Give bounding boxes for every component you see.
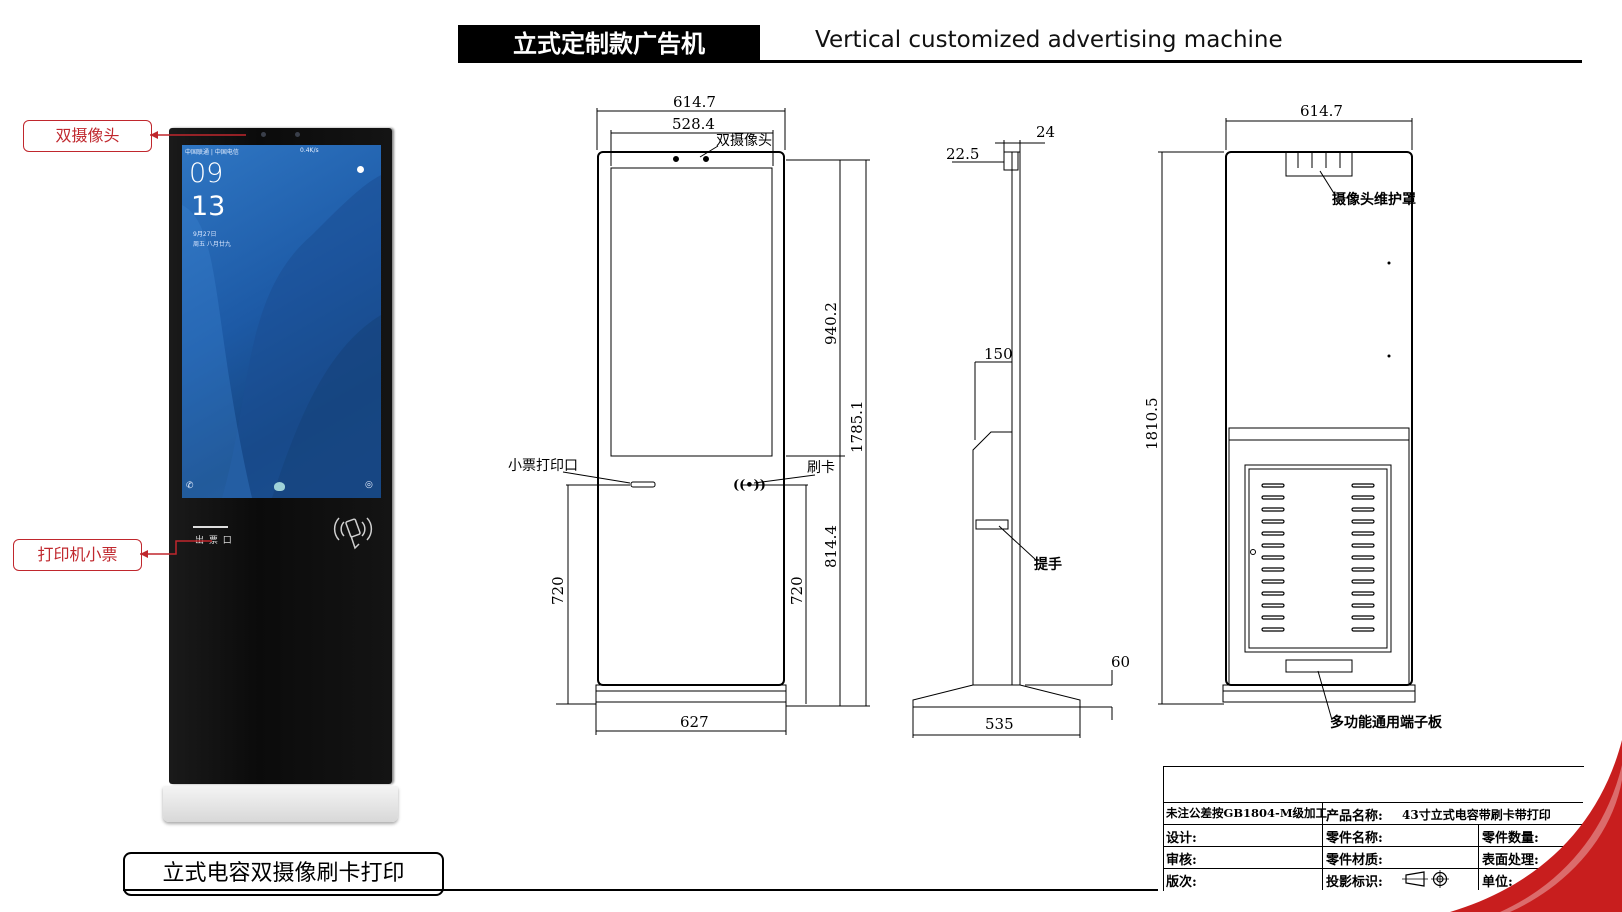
tb-tolerance: 未注公差按GB1804-M级加工 xyxy=(1166,806,1328,820)
front-inner-width: 528.4 xyxy=(672,115,715,133)
header-title-cn: 立式定制款广告机 xyxy=(458,25,760,63)
back-vent-slots xyxy=(1261,483,1375,632)
title-block-row-line xyxy=(1163,868,1583,869)
back-mount-dot xyxy=(1387,354,1391,358)
front-camera-label: 双摄像头 xyxy=(716,133,772,149)
screen-dot-icon xyxy=(357,166,364,173)
front-view-drawing xyxy=(556,108,870,735)
back-terminal-label: 多功能通用端子板 xyxy=(1330,714,1443,731)
corner-red-swoosh xyxy=(1450,740,1622,912)
tb-material: 零件材质: xyxy=(1326,853,1383,868)
side-base-gap: 60 xyxy=(1111,653,1130,671)
front-right-720: 720 xyxy=(788,576,806,605)
projection-symbol-icon xyxy=(1402,870,1449,888)
front-card-label: 刷卡 xyxy=(807,460,835,476)
camera-lens-left xyxy=(261,132,266,137)
title-block xyxy=(1163,766,1584,891)
title-block-col-line xyxy=(1478,824,1479,890)
back-mount-dot xyxy=(1387,261,1391,265)
kiosk-screen xyxy=(182,145,381,498)
back-width: 614.7 xyxy=(1300,102,1343,120)
camera-lens-right xyxy=(295,132,300,137)
callout-dual-camera: 双摄像头 xyxy=(23,120,152,152)
header-rule xyxy=(760,60,1582,63)
callout-leader-lines xyxy=(140,131,246,558)
back-screw-hole xyxy=(1250,549,1256,555)
tb-product-name-label: 产品名称: xyxy=(1326,809,1383,824)
title-block-row-line xyxy=(1163,802,1583,803)
status-carrier: 中国联通 | 中国电信 xyxy=(185,149,239,156)
ticket-slot-label: 出 票 口 xyxy=(195,536,233,546)
front-total-height: 1785.1 xyxy=(848,401,866,454)
tb-projection: 投影标识: xyxy=(1326,875,1383,890)
title-block-row-line xyxy=(1163,846,1583,847)
phone-icon: ✆ xyxy=(186,481,194,491)
screen-lunar-date: 周五 八月廿九 xyxy=(193,241,231,248)
kiosk-photo-base xyxy=(163,786,398,822)
tb-part-qty: 零件数量: xyxy=(1482,831,1539,846)
front-left-720: 720 xyxy=(549,576,567,605)
side-top-offset: 22.5 xyxy=(946,145,979,163)
tb-design: 设计: xyxy=(1166,831,1197,846)
back-view-drawing xyxy=(1158,118,1416,721)
front-screen-height: 940.2 xyxy=(822,302,840,345)
nfc-card-icon xyxy=(333,517,373,550)
tb-version: 版次: xyxy=(1166,875,1197,890)
nfc-symbol-icon: ((•)) xyxy=(733,478,766,493)
product-caption: 立式电容双摄像刷卡打印 xyxy=(123,852,444,896)
title-block-row-line xyxy=(1163,824,1583,825)
back-height: 1810.5 xyxy=(1143,398,1161,451)
front-printer-label: 小票打印口 xyxy=(508,457,578,474)
side-depth: 150 xyxy=(984,345,1013,363)
ticket-slot xyxy=(193,526,228,528)
side-handle-label: 提手 xyxy=(1034,556,1062,573)
tb-part-name: 零件名称: xyxy=(1326,831,1383,846)
tb-unit: 单位: xyxy=(1482,875,1513,890)
app-icon xyxy=(274,482,285,491)
tb-product-name: 43寸立式电容带刷卡带打印 xyxy=(1402,808,1551,822)
side-top-thickness: 24 xyxy=(1036,123,1055,141)
front-outer-width: 614.7 xyxy=(673,93,716,111)
side-base-width: 535 xyxy=(985,715,1014,733)
tb-review: 审核: xyxy=(1166,853,1197,868)
front-lower-height: 814.4 xyxy=(822,525,840,568)
back-camera-cover-label: 摄像头维护罩 xyxy=(1332,191,1416,208)
clock-minute: 13 xyxy=(191,191,226,222)
callout-ticket-printer: 打印机小票 xyxy=(13,539,142,571)
title-block-col-line xyxy=(1322,802,1323,890)
screen-date: 9月27日 xyxy=(193,231,217,238)
tb-surface: 表面处理: xyxy=(1482,853,1539,868)
header-title-en: Vertical customized advertising machine xyxy=(815,27,1283,53)
side-view-drawing xyxy=(912,140,1113,738)
camera-app-icon: ◎ xyxy=(365,480,373,490)
clock-hour: 09 xyxy=(189,158,224,189)
front-base-width: 627 xyxy=(680,713,709,731)
status-speed: 0.4K/s xyxy=(300,147,319,154)
bottom-rule xyxy=(123,889,1158,891)
screen-wave-graphic xyxy=(182,175,381,498)
